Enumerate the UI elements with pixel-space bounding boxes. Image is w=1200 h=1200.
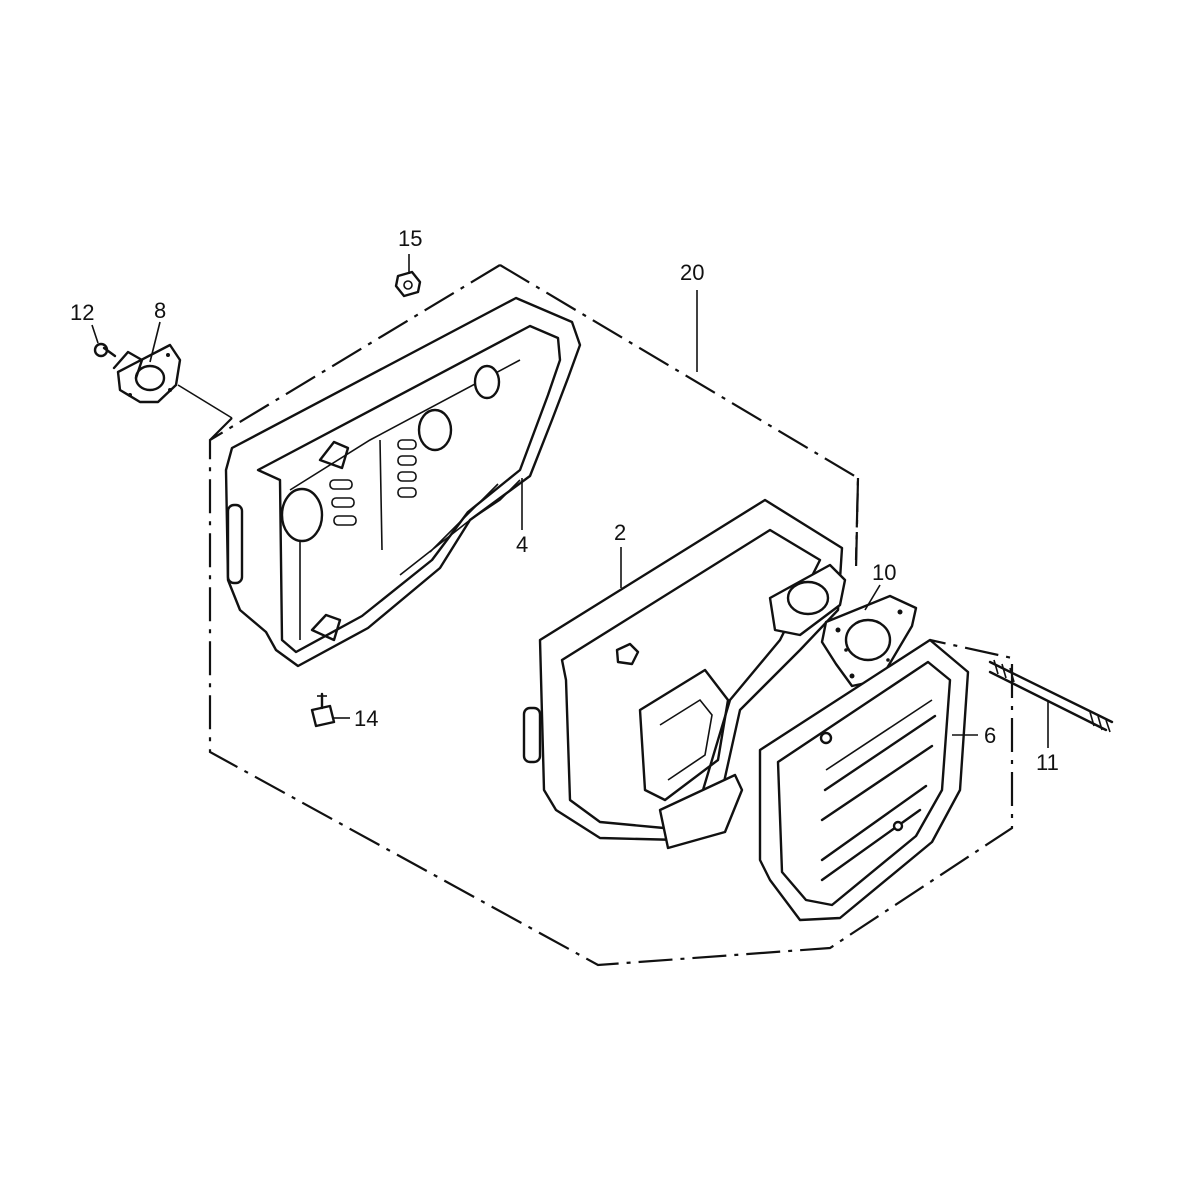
assembly-boundary: [499, 264, 860, 561]
callout-2: 2: [614, 520, 626, 545]
assembly-boundary-outline: [208, 264, 1014, 967]
muffler-body-part-2: [522, 498, 847, 850]
callout-6: 6: [984, 723, 996, 748]
callout-14: 14: [354, 706, 378, 731]
gasket-part-10: [820, 594, 918, 688]
leader-8-to-protector: [177, 384, 233, 419]
muffler-protector-part-4: [224, 296, 582, 668]
leader-10: [864, 584, 881, 611]
leader-8: [149, 321, 161, 363]
screw-part-12: [93, 342, 117, 358]
callout-4: 4: [516, 532, 528, 557]
callout-15: 15: [398, 226, 422, 251]
nut-part-15: [394, 270, 422, 298]
spark-arrester-plate-part-8: [112, 343, 182, 404]
callout-8: 8: [154, 298, 166, 323]
callout-12: 12: [70, 300, 94, 325]
stud-bolt-part-11: [988, 659, 1114, 733]
bolt-part-14: [310, 692, 336, 728]
callout-10: 10: [872, 560, 896, 585]
leader-12: [91, 324, 99, 344]
callout-11: 11: [1036, 750, 1059, 775]
callout-20: 20: [680, 260, 704, 285]
muffler-cover-part-6: [758, 638, 970, 922]
